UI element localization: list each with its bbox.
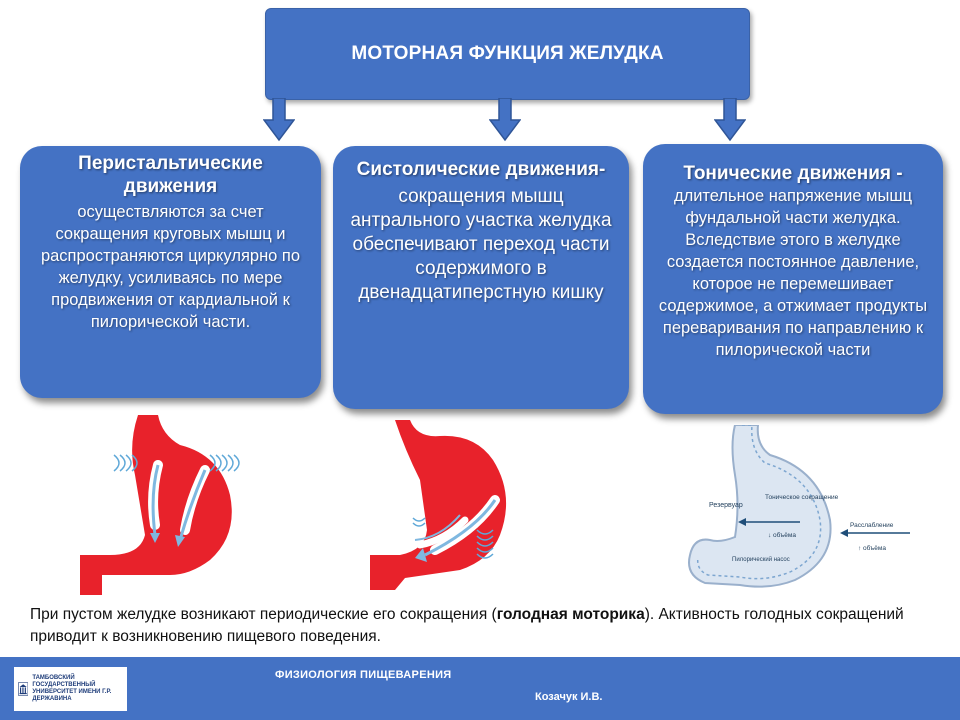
university-building-icon: [18, 682, 29, 696]
diagram-label: ↑ объёма: [858, 544, 886, 552]
footer-subject: ФИЗИОЛОГИЯ ПИЩЕВАРЕНИЯ: [275, 669, 452, 681]
note-bold-term: голодная моторика: [496, 606, 645, 623]
arrow-down-icon: [714, 98, 746, 142]
systolic-card: Систолические движения- сокращения мышц …: [333, 146, 629, 409]
page-title: МОТОРНАЯ ФУНКЦИЯ ЖЕЛУДКА: [351, 43, 664, 64]
stomach-tonic-diagram: Резервуар Тоническое сокращение ↓ объёма…: [688, 425, 910, 588]
arrow-down-icon: [263, 98, 295, 142]
note-text: ). Активность голодных сокращений привод…: [30, 606, 904, 645]
hunger-motility-note: При пустом желудке возникают периодическ…: [30, 604, 910, 648]
diagram-label: ↓ объёма: [768, 531, 796, 539]
note-text: При пустом желудке возникают периодическ…: [30, 606, 497, 623]
card-heading: Тонические движения -: [683, 163, 903, 184]
diagram-label: Резервуар: [709, 502, 743, 509]
stomach-systolic-image: [370, 420, 507, 590]
card-body: осуществляются за счет сокращения кругов…: [40, 203, 301, 331]
arrow-down-icon: [489, 98, 521, 142]
card-heading: Систолические движения-: [356, 159, 606, 180]
diagram-label: Пилорический насос: [732, 556, 790, 563]
title-box: МОТОРНАЯ ФУНКЦИЯ ЖЕЛУДКА: [265, 8, 750, 100]
university-logo: ТАМБОВСКИЙ ГОСУДАРСТВЕННЫЙ УНИВЕРСИТЕТ И…: [14, 667, 127, 711]
card-body: длительное напряжение мышц фундальной ча…: [658, 187, 928, 359]
logo-text: ТАМБОВСКИЙ ГОСУДАРСТВЕННЫЙ УНИВЕРСИТЕТ И…: [32, 675, 112, 702]
footer-bar: ТАМБОВСКИЙ ГОСУДАРСТВЕННЫЙ УНИВЕРСИТЕТ И…: [0, 657, 960, 720]
card-heading: Перистальтические движения: [78, 153, 263, 197]
diagram-label: Расслабление: [850, 521, 894, 529]
footer-author: Козачук И.В.: [535, 691, 603, 703]
peristaltic-card: Перистальтические движения осуществляютс…: [20, 146, 321, 398]
stomach-peristalsis-image: [80, 415, 240, 595]
tonic-card: Тонические движения - длительное напряже…: [643, 144, 943, 414]
diagram-label: Тоническое сокращение: [765, 494, 839, 501]
card-body: сокращения мышц антрального участка желу…: [350, 186, 612, 303]
